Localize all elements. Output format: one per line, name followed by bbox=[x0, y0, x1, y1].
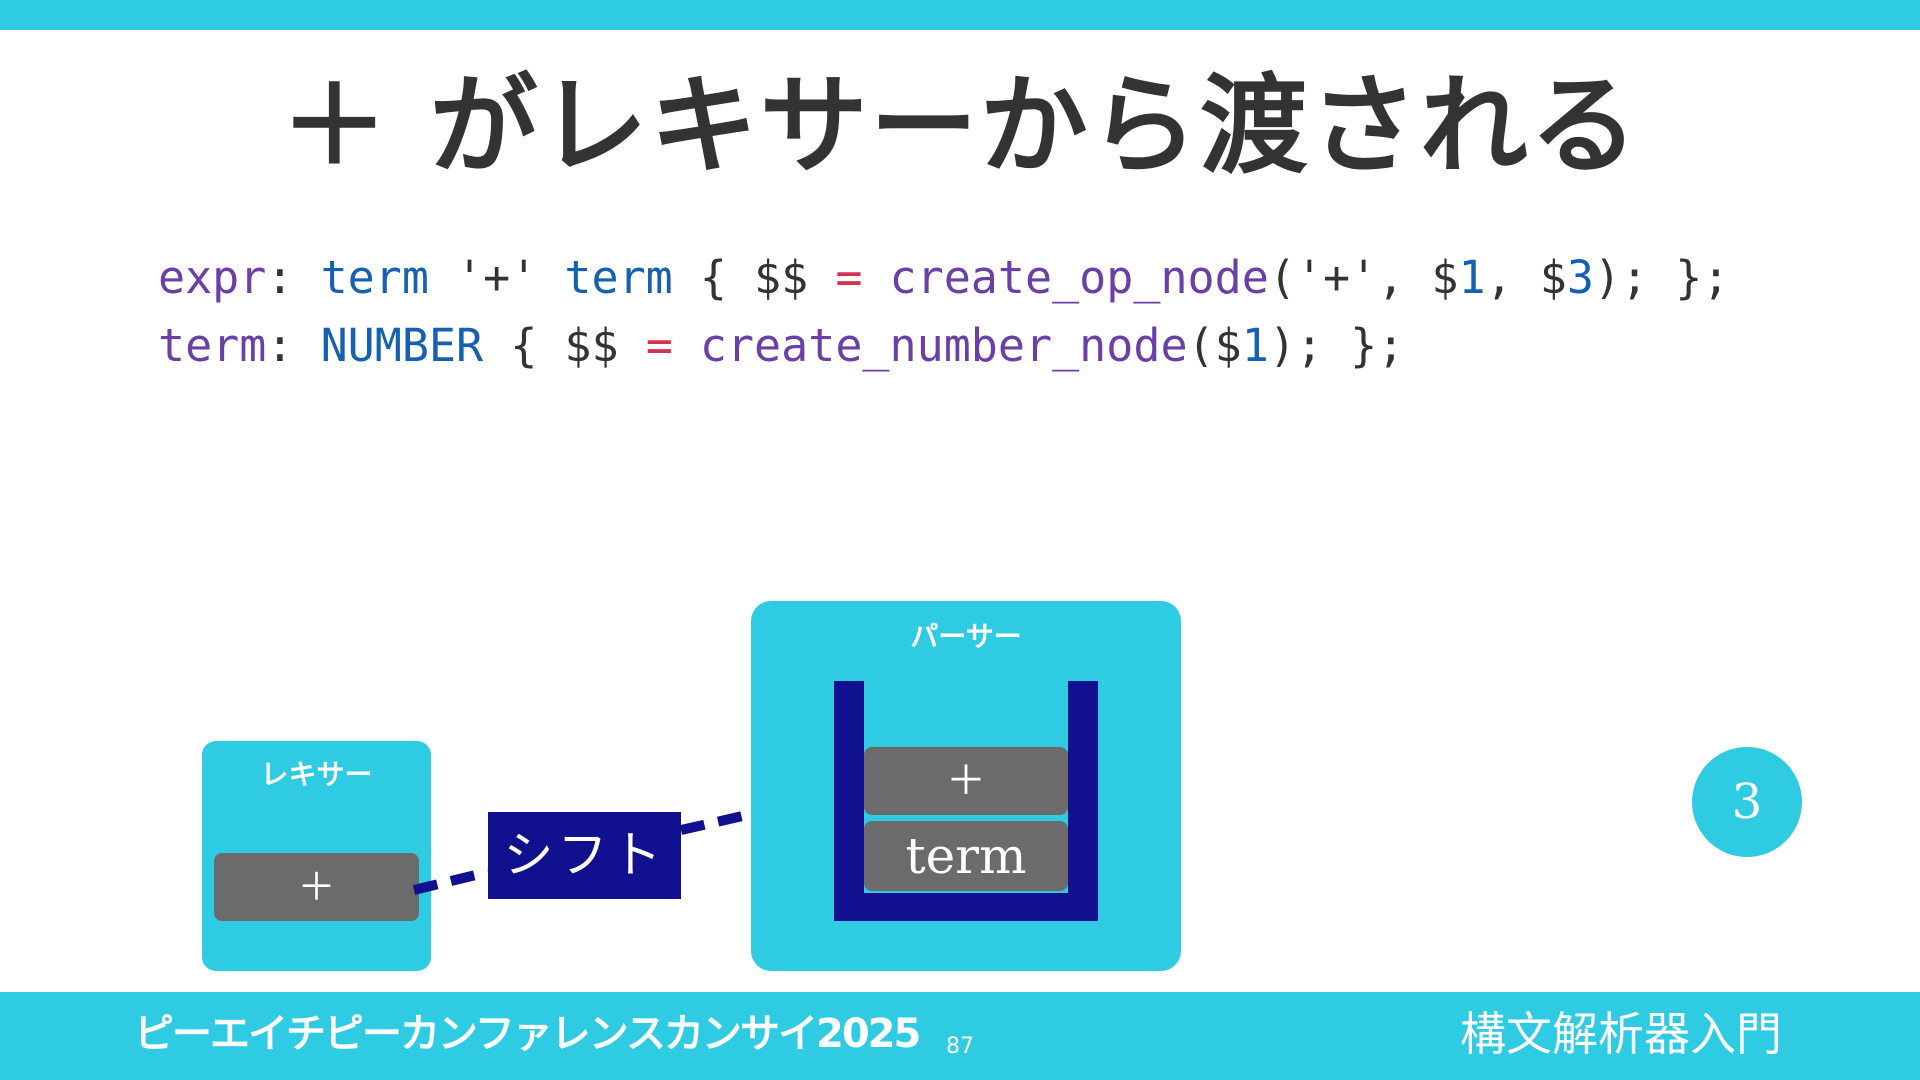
stack-wall-right bbox=[1068, 681, 1098, 921]
code-token: term bbox=[158, 319, 267, 372]
code-token: 3 bbox=[1566, 251, 1594, 304]
code-token: : bbox=[266, 319, 321, 372]
code-token: , $ bbox=[1485, 251, 1567, 304]
code-token: term bbox=[564, 251, 673, 304]
shift-label: シフト bbox=[488, 812, 681, 899]
code-token: ); }; bbox=[1268, 319, 1405, 372]
code-token: NUMBER bbox=[320, 319, 484, 372]
lexer-token-plus: ＋ bbox=[214, 853, 419, 921]
code-token: { $$ bbox=[483, 319, 646, 372]
code-token: { $$ bbox=[672, 251, 836, 304]
lexer-label: レキサー bbox=[260, 758, 373, 791]
stack-item-plus: ＋ bbox=[864, 747, 1068, 815]
code-token: : bbox=[266, 251, 321, 304]
lexer-box: レキサー ＋ bbox=[202, 741, 431, 971]
code-token: '+' bbox=[428, 251, 565, 304]
footer-bar: ピーエイチピーカンファレンスカンサイ2025 87 構文解析器入門 bbox=[0, 992, 1920, 1080]
conference-logo: ピーエイチピーカンファレンスカンサイ2025 bbox=[134, 1011, 921, 1057]
code-token: ); }; bbox=[1593, 251, 1730, 304]
stack-wall-left bbox=[834, 681, 864, 921]
code-token: = bbox=[645, 319, 673, 372]
parser-box: パーサー ＋ term bbox=[751, 601, 1181, 971]
slide-title: ＋ がレキサーから渡される bbox=[280, 63, 1640, 189]
code-token: 1 bbox=[1241, 319, 1269, 372]
code-token: 1 bbox=[1458, 251, 1486, 304]
stack-item-term: term bbox=[864, 821, 1068, 891]
page-number: 87 bbox=[946, 1034, 974, 1059]
code-line-term: term: NUMBER { $$ = create_number_node($… bbox=[158, 312, 1729, 380]
deck-title: 構文解析器入門 bbox=[1460, 1007, 1782, 1061]
step-badge: 3 bbox=[1692, 747, 1802, 857]
code-token: create_number_node bbox=[699, 319, 1188, 372]
code-token: expr bbox=[158, 251, 267, 304]
code-token: ('+', $ bbox=[1268, 251, 1459, 304]
stack-base bbox=[834, 893, 1098, 921]
code-token: ($ bbox=[1187, 319, 1242, 372]
code-block: expr: term '+' term { $$ = create_op_nod… bbox=[158, 244, 1729, 380]
code-line-expr: expr: term '+' term { $$ = create_op_nod… bbox=[158, 244, 1729, 312]
code-token: = bbox=[835, 251, 863, 304]
parser-label: パーサー bbox=[910, 620, 1022, 653]
top-accent-bar bbox=[0, 0, 1920, 30]
code-token: create_op_node bbox=[889, 251, 1269, 304]
code-token: term bbox=[320, 251, 429, 304]
